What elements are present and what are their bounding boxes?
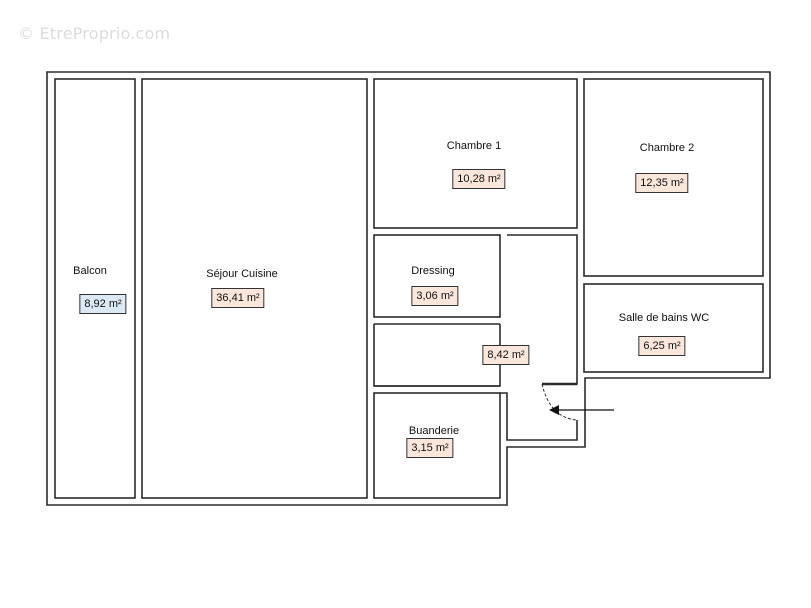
balcon-name: Balcon: [73, 265, 107, 277]
sejour-area: 36,41 m²: [211, 288, 265, 308]
balcon-outline: [54, 78, 136, 499]
couloir-area: 8,42 m²: [482, 345, 530, 365]
sdb-outline: [583, 283, 764, 373]
sejour-outline: [141, 78, 368, 499]
sejour-name: Séjour Cuisine: [206, 268, 278, 280]
sdb-area: 6,25 m²: [638, 336, 686, 356]
chambre1-outline: [373, 78, 578, 229]
chambre2-area: 12,35 m²: [635, 173, 689, 193]
dressing-outline: [373, 234, 501, 318]
buanderie-outline: [373, 392, 501, 499]
watermark: © EtreProprio.com: [18, 24, 171, 43]
balcon-area: 8,92 m²: [79, 294, 127, 314]
buanderie-area: 3,15 m²: [406, 438, 454, 458]
chambre1-area: 10,28 m²: [452, 169, 506, 189]
chambre2-name: Chambre 2: [639, 142, 695, 154]
dressing-area: 3,06 m²: [411, 286, 459, 306]
chambre1-name: Chambre 1: [446, 140, 502, 152]
entrance-door: [541, 382, 578, 421]
buanderie-name: Buanderie: [408, 425, 460, 437]
couloir-outline: [373, 234, 578, 441]
couloir-inner: [374, 324, 501, 387]
exterior-wall: [46, 71, 771, 506]
chambre2-outline: [583, 78, 764, 277]
entrance-arrow-icon: [549, 405, 614, 415]
sdb-name: Salle de bains WC: [618, 312, 710, 324]
dressing-name: Dressing: [411, 265, 455, 277]
